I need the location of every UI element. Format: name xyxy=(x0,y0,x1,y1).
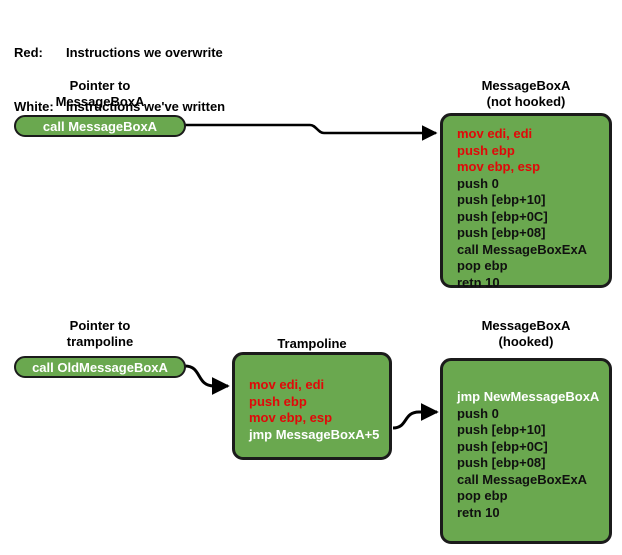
legend-text-white: Instructions we've written xyxy=(66,99,226,114)
arrow-pointer-to-trampoline xyxy=(184,364,230,395)
caption-pointer-trampoline: Pointer to trampoline xyxy=(14,318,186,350)
legend-text-red: Instructions we overwrite xyxy=(66,45,223,60)
node-pointer-trampoline-label: call OldMessageBoxA xyxy=(32,359,168,375)
code-line: mov edi, edi xyxy=(457,126,533,141)
caption-line-1: Pointer to xyxy=(69,78,131,93)
caption-line-1: MessageBoxA xyxy=(481,318,571,333)
code-line: push 0 xyxy=(457,175,499,191)
legend: Red: Instructions we overwrite White: Inst… xyxy=(14,8,225,134)
node-pointer-messageboxa[interactable]: call MessageBoxA xyxy=(14,115,186,137)
code-line: pop ebp xyxy=(457,258,508,273)
code-line: push [ebp+08] xyxy=(457,225,546,240)
caption-line-2: trampoline xyxy=(66,334,134,349)
caption-line-1: MessageBoxA xyxy=(481,78,571,93)
code-line: push [ebp+0C] xyxy=(457,208,548,224)
caption-line-1: Pointer to xyxy=(69,318,131,333)
code-line: push ebp xyxy=(457,142,515,158)
caption-messageboxa-hooked: MessageBoxA (hooked) xyxy=(440,318,612,350)
arrow-trampoline-to-hooked xyxy=(392,403,439,430)
code-line: push ebp xyxy=(249,393,307,409)
code-line: push [ebp+10] xyxy=(457,192,546,207)
code-line: mov edi, edi xyxy=(249,377,325,392)
code-line: push [ebp+0C] xyxy=(457,438,548,454)
legend-key-white: White: xyxy=(14,99,54,114)
code-line: call MessageBoxExA xyxy=(457,241,588,257)
node-pointer-trampoline[interactable]: call OldMessageBoxA xyxy=(14,356,186,378)
caption-messageboxa-not-hooked: MessageBoxA (not hooked) xyxy=(440,78,612,110)
caption-line-1: Trampoline xyxy=(277,336,347,351)
caption-trampoline: Trampoline xyxy=(232,336,392,352)
caption-line-2: MessageBoxA xyxy=(55,94,145,109)
code-line: pop ebp xyxy=(457,488,508,503)
caption-line-2: (not hooked) xyxy=(486,94,566,109)
code-line: retn 10 xyxy=(457,274,500,290)
code-line: jmp MessageBoxA+5 xyxy=(249,426,380,442)
legend-row-red: Red: Instructions we overwrite xyxy=(14,44,225,62)
code-line: mov ebp, esp xyxy=(249,410,333,425)
code-line: mov ebp, esp xyxy=(457,159,541,174)
node-pointer-messageboxa-label: call MessageBoxA xyxy=(42,118,158,134)
code-line: retn 10 xyxy=(457,504,500,520)
code-line: push 0 xyxy=(457,405,499,421)
code-line: call MessageBoxExA xyxy=(457,471,588,487)
legend-key-red: Red: xyxy=(14,45,43,60)
legend-row-white: White: Instructions we've written xyxy=(14,98,225,116)
caption-pointer-messageboxa: Pointer to MessageBoxA xyxy=(14,78,186,110)
code-line: jmp NewMessageBoxA xyxy=(457,389,600,404)
caption-line-2: (hooked) xyxy=(498,334,554,349)
code-line: push [ebp+08] xyxy=(457,455,546,470)
code-line: push [ebp+10] xyxy=(457,422,546,437)
